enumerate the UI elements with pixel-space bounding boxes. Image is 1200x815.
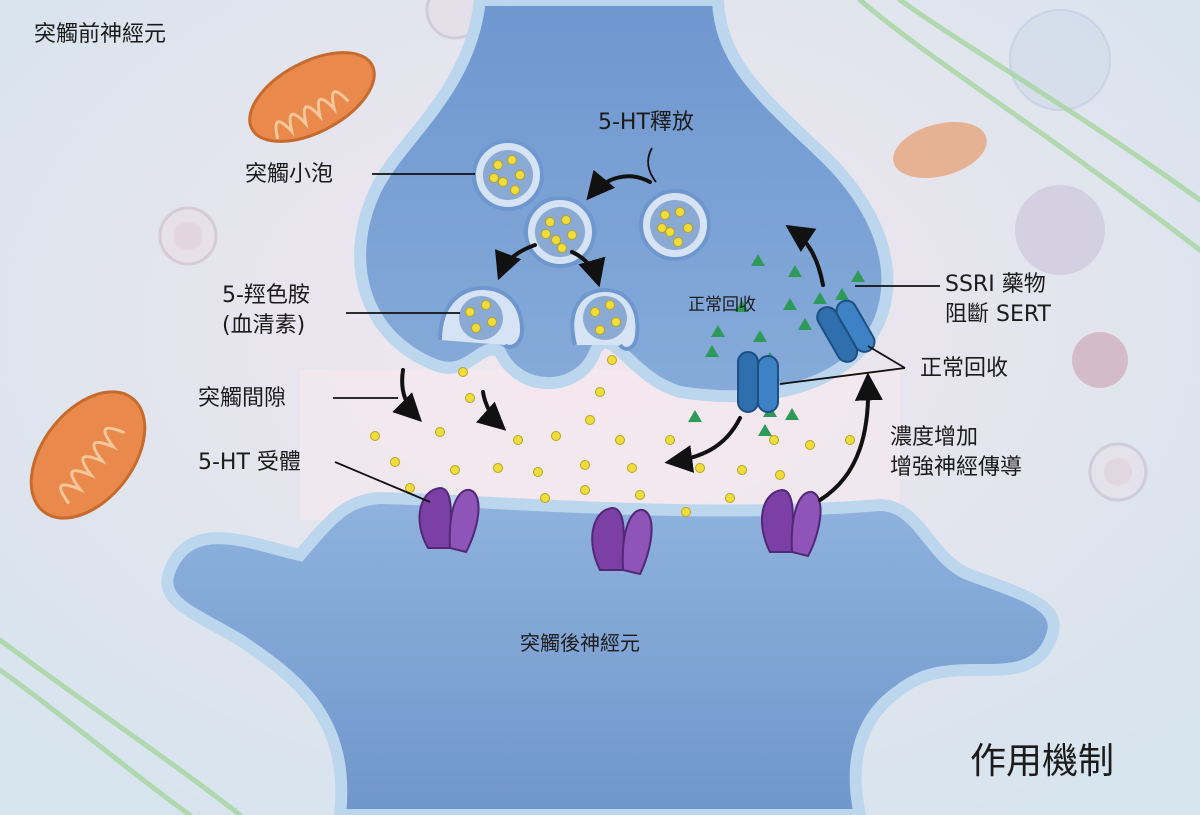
sert-transporter-blocked xyxy=(816,299,876,363)
vesicle-move-arrow-left xyxy=(494,243,537,281)
mitochondrion-top xyxy=(248,51,376,143)
mitochondrion-left xyxy=(29,390,147,520)
mitochondrion-right xyxy=(893,121,987,179)
fusing-vesicle xyxy=(570,287,640,351)
release-arrow xyxy=(586,169,652,201)
postsynaptic-dendrite xyxy=(161,491,1060,815)
vesicle xyxy=(472,139,544,211)
reuptake-right-label: 正常回收 xyxy=(920,356,1009,381)
effect-label-line2: 增強神經傳導 xyxy=(890,455,1023,480)
ssri-label-line1: SSRI 藥物 xyxy=(945,272,1046,297)
5ht-receptor xyxy=(760,488,822,558)
effect-label-line1: 濃度增加 xyxy=(890,425,979,450)
postsynaptic-neuron-label: 突觸後神經元 xyxy=(520,631,640,655)
5ht-receptor xyxy=(591,506,653,576)
concentration-arrow xyxy=(664,416,742,473)
release-into-cleft-arrow-2 xyxy=(475,390,507,431)
signal-arrow xyxy=(818,372,883,502)
release-label: 5-HT釋放 xyxy=(598,110,694,135)
reuptake-arrow-up xyxy=(785,224,825,287)
receptor-label: 5-HT 受體 xyxy=(198,450,301,475)
sert-transporter xyxy=(737,351,779,413)
reuptake-inside-label: 正常回收 xyxy=(688,295,756,315)
serotonin-label-line2: (血清素) xyxy=(222,313,306,338)
serotonin-label: 5-羥色胺 (血清素) xyxy=(222,281,352,341)
effect-label: 濃度增加 增強神經傳導 xyxy=(890,423,1130,483)
vesicle-label: 突觸小泡 xyxy=(245,162,334,187)
ssri-label-line2: 阻斷 SERT xyxy=(945,302,1051,327)
5ht-receptor xyxy=(418,486,480,554)
synaptic-cleft-label: 突觸間隙 xyxy=(198,386,287,411)
ssri-drug-molecules xyxy=(688,254,865,436)
vesicle xyxy=(639,189,711,261)
leader-lines xyxy=(333,147,940,503)
serotonin-label-line1: 5-羥色胺 xyxy=(222,283,310,308)
release-into-cleft-arrow-1 xyxy=(392,368,422,422)
serotonin-in-vesicles xyxy=(465,155,693,335)
serotonin-released xyxy=(370,355,855,517)
background-cells xyxy=(158,0,1148,502)
vesicle xyxy=(524,196,596,268)
process-arrows xyxy=(392,169,883,502)
ssri-label: SSRI 藥物 阻斷 SERT xyxy=(945,270,1145,330)
vesicle-move-arrow-right xyxy=(570,250,606,288)
mechanism-label: 作用機制 xyxy=(970,741,1115,782)
presynaptic-neuron-label: 突觸前神經元 xyxy=(34,22,167,47)
